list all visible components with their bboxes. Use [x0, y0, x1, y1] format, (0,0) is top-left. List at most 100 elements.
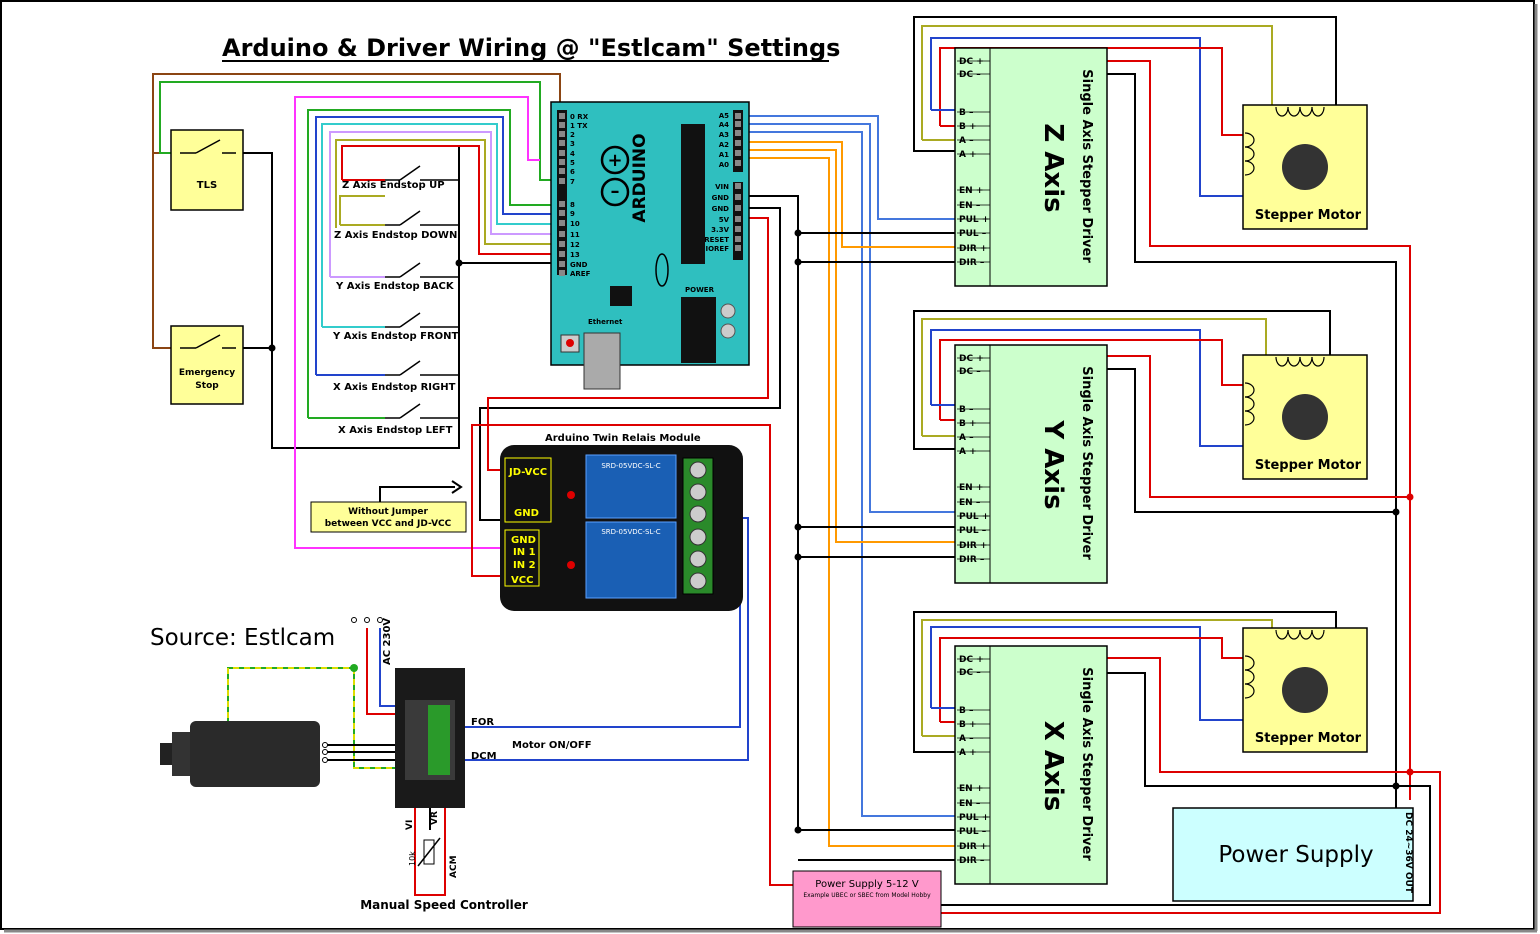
emergency-stop-switch: Emergency Stop — [170, 325, 244, 405]
endstop-label: X Axis Endstop RIGHT — [333, 382, 456, 393]
driver-pin-label: EN – — [959, 498, 981, 508]
svg-text:A1: A1 — [719, 151, 729, 159]
svg-text:SRD-05VDC-SL-C: SRD-05VDC-SL-C — [601, 462, 660, 470]
svg-text:6: 6 — [570, 168, 575, 176]
driver-pin-label: EN – — [959, 201, 981, 211]
driver-pin-label: PUL + — [959, 512, 989, 522]
svg-text:10k: 10k — [408, 851, 417, 866]
driver-pin-label: A – — [959, 734, 974, 744]
controller-label: Manual Speed Controller — [360, 898, 528, 912]
driver-pin-label: PUL – — [959, 526, 987, 536]
svg-text:0 RX: 0 RX — [570, 113, 589, 121]
svg-text:ACM: ACM — [449, 855, 459, 878]
relay-terminal-block — [682, 457, 714, 595]
svg-text:13: 13 — [570, 251, 580, 259]
svg-text:SRD-05VDC-SL-C: SRD-05VDC-SL-C — [601, 528, 660, 536]
svg-text:8: 8 — [570, 201, 575, 209]
svg-text:3.3V: 3.3V — [711, 226, 729, 234]
driver-pin-label: B – — [959, 405, 974, 415]
svg-text:A2: A2 — [719, 141, 729, 149]
driver-pin-label: DIR – — [959, 258, 985, 268]
endstop-label: Y Axis Endstop BACK — [335, 281, 455, 292]
motor-label: Stepper Motor — [1255, 458, 1362, 473]
svg-text:5V: 5V — [719, 216, 730, 224]
svg-text:AREF: AREF — [570, 270, 591, 278]
stepper-motor-z: Stepper Motor — [1242, 104, 1368, 230]
ac-label: AC 230V — [382, 618, 393, 665]
small-power-supply: Power Supply 5-12 V Example UBEC or SBEC… — [792, 870, 942, 928]
driver-pin-label: DC – — [959, 367, 981, 377]
driver-pin-label: A + — [959, 748, 977, 758]
driver-pin-label: PUL + — [959, 215, 989, 225]
svg-text:GND: GND — [570, 261, 588, 269]
endstop-label: Z Axis Endstop DOWN — [334, 230, 457, 241]
tls-label: TLS — [197, 180, 217, 191]
driver-pin-label: B + — [959, 419, 977, 429]
endstop-x-right: X Axis Endstop RIGHT — [316, 360, 459, 393]
stepper-driver-x: DC +DC –B –B +A –A +EN +EN –PUL +PUL –DI… — [954, 645, 1108, 885]
svg-text:4: 4 — [570, 150, 575, 158]
driver-pin-label: B – — [959, 108, 974, 118]
svg-text:9: 9 — [570, 210, 575, 218]
driver-title: Single Axis Stepper Driver — [1079, 366, 1094, 560]
svg-text:Motor ON/OFF: Motor ON/OFF — [512, 740, 592, 751]
speed-controller: FOR Motor ON/OFF DCM VI VR ACM 10k Manua… — [360, 668, 592, 912]
svg-text:+: + — [607, 150, 622, 171]
svg-text:Example UBEC or SBEC from Mode: Example UBEC or SBEC from Model Hobby — [803, 892, 931, 899]
svg-text:POWER: POWER — [685, 286, 715, 294]
driver-pin-label: B – — [959, 706, 974, 716]
svg-text:GND: GND — [712, 194, 730, 202]
svg-text:A3: A3 — [719, 131, 729, 139]
power-supply-label: Power Supply — [1218, 842, 1373, 868]
arduino-analog-pin-labels: A5 A4 A3 A2 A1 A0 — [719, 112, 729, 169]
driver-title: Single Axis Stepper Driver — [1079, 69, 1094, 263]
axis-label: Z Axis — [1038, 123, 1068, 212]
endstop-z-up: Z Axis Endstop UP — [342, 165, 459, 191]
svg-text:A0: A0 — [719, 161, 729, 169]
power-supply-output: DC 24~36V OUT — [1403, 812, 1413, 894]
relay-module: Arduino Twin Relais Module JD-VCC GND GN… — [500, 433, 743, 611]
driver-pin-label: DC + — [959, 354, 984, 364]
driver-pin-label: DIR + — [959, 244, 987, 254]
svg-text:12: 12 — [570, 241, 580, 249]
svg-text:GND: GND — [511, 535, 536, 546]
arduino-board: 0 RX 1 TX 2 3 4 5 6 7 8 9 10 11 12 13 GN… — [550, 101, 750, 390]
svg-text:11: 11 — [570, 231, 580, 239]
jumper-note: Without Jumper between VCC and JD-VCC — [310, 480, 467, 533]
driver-pin-label: A + — [959, 447, 977, 457]
svg-text:5: 5 — [570, 159, 575, 167]
svg-text:FOR: FOR — [471, 717, 494, 728]
source-label: Source: Estlcam — [150, 625, 335, 651]
svg-text:VR: VR — [430, 811, 440, 825]
svg-text:VIN: VIN — [715, 183, 729, 191]
arduino-power-pin-labels: VIN GND GND 5V 3.3V RESET IOREF — [704, 183, 729, 253]
driver-pin-label: DIR – — [959, 856, 985, 866]
driver-pin-label: DIR + — [959, 541, 987, 551]
stepper-driver-z: DC +DC –B –B +A –A +EN +EN –PUL +PUL –DI… — [954, 47, 1108, 287]
relay-gnd-top: GND — [514, 508, 539, 519]
svg-text:DCM: DCM — [471, 751, 497, 762]
endstop-z-down: Z Axis Endstop DOWN — [334, 210, 459, 241]
svg-text:between VCC and JD-VCC: between VCC and JD-VCC — [325, 519, 452, 529]
svg-text:1 TX: 1 TX — [570, 122, 588, 130]
endstop-x-left: X Axis Endstop LEFT — [308, 403, 459, 436]
driver-pin-label: EN + — [959, 483, 983, 493]
svg-text:GND: GND — [712, 205, 730, 213]
relay-jdvcc: JD-VCC — [508, 467, 547, 478]
driver-pin-label: EN + — [959, 186, 983, 196]
svg-text:IN 2: IN 2 — [513, 560, 536, 571]
power-supply: Power Supply DC 24~36V OUT — [1172, 807, 1414, 902]
driver-pin-label: DC – — [959, 70, 981, 80]
tls-switch: TLS — [170, 129, 244, 211]
svg-text:Ethernet: Ethernet — [588, 318, 623, 326]
svg-text:IN 1: IN 1 — [513, 547, 536, 558]
endstop-y-front: Y Axis Endstop FRONT — [322, 312, 459, 342]
svg-text:–: – — [611, 181, 620, 202]
emergency-label-1: Emergency — [179, 368, 235, 378]
endstop-label: Z Axis Endstop UP — [342, 180, 445, 191]
driver-pin-label: PUL – — [959, 827, 987, 837]
relay-1 — [585, 454, 677, 519]
driver-pin-label: B + — [959, 122, 977, 132]
